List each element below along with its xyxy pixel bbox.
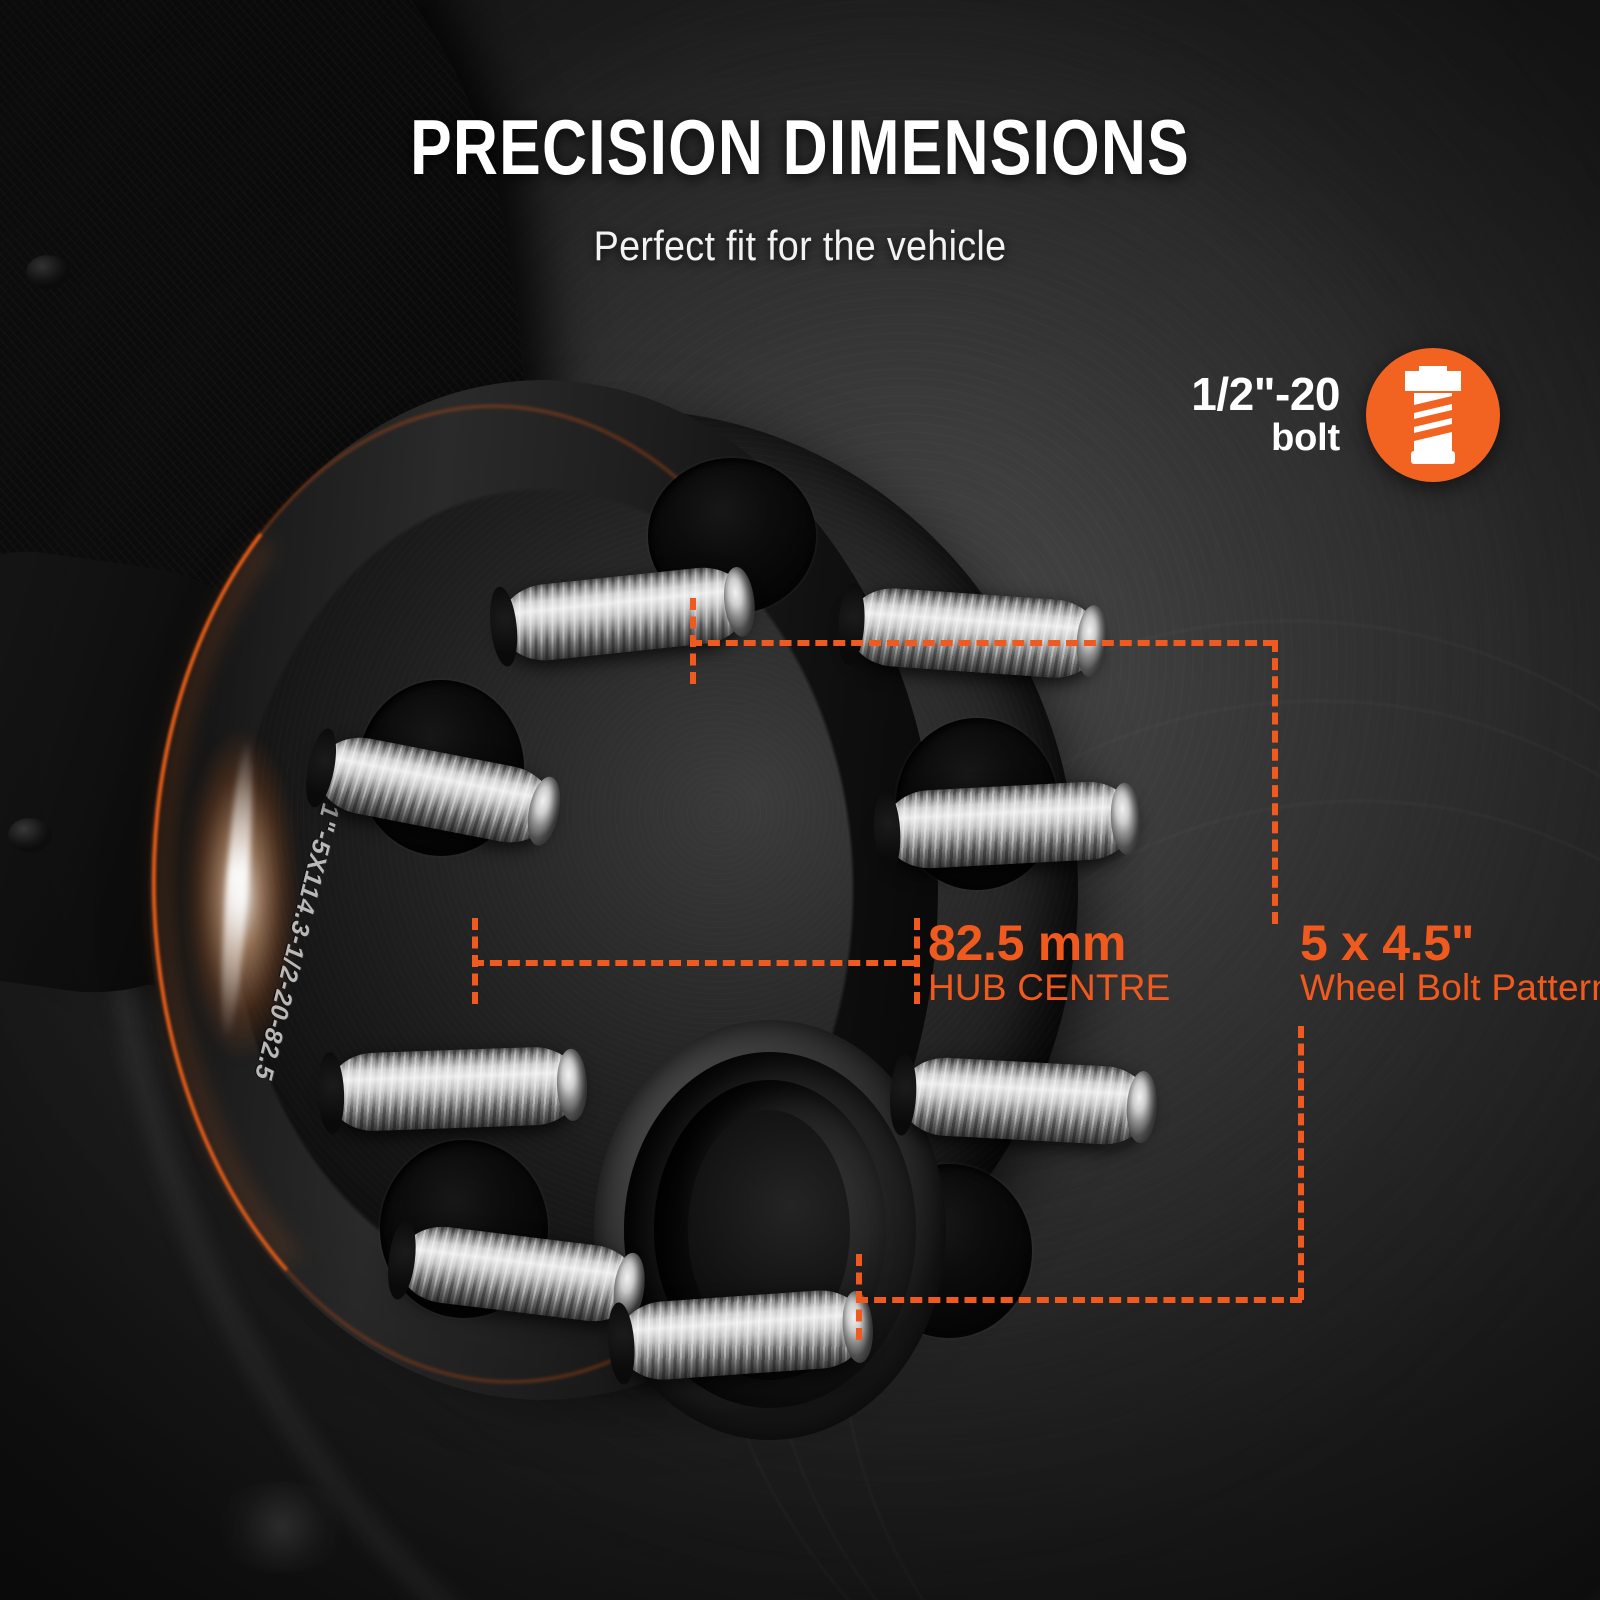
bolt-spec-text: 1/2"-20 bolt — [1191, 368, 1340, 460]
stud-threads — [882, 779, 1136, 871]
caliper-bolt-1 — [26, 255, 70, 289]
page-subtitle: Perfect fit for the vehicle — [593, 222, 1007, 269]
caliper-bolt-2 — [8, 818, 52, 852]
wheel-stud-lower-right — [872, 779, 1143, 874]
stud-threads — [898, 1055, 1152, 1147]
bolt-icon-circle — [1366, 348, 1500, 482]
bolt-icon — [1405, 366, 1461, 464]
wheel-stud-right — [888, 1052, 1159, 1147]
wheel-stud-left — [316, 1045, 589, 1136]
wheel-spacer: 1"-5X114.3-1/2-20-82.5 — [135, 380, 1159, 1440]
bolt-spec-badge: 1/2"-20 bolt — [1140, 340, 1500, 490]
page-title: PRECISION DIMENSIONS — [410, 103, 1190, 191]
stud-threads — [326, 1045, 582, 1133]
background-highlight-2 — [206, 1482, 356, 1572]
bolt-spec-label: bolt — [1271, 417, 1340, 460]
bolt-spec-size: 1/2"-20 — [1191, 368, 1340, 421]
